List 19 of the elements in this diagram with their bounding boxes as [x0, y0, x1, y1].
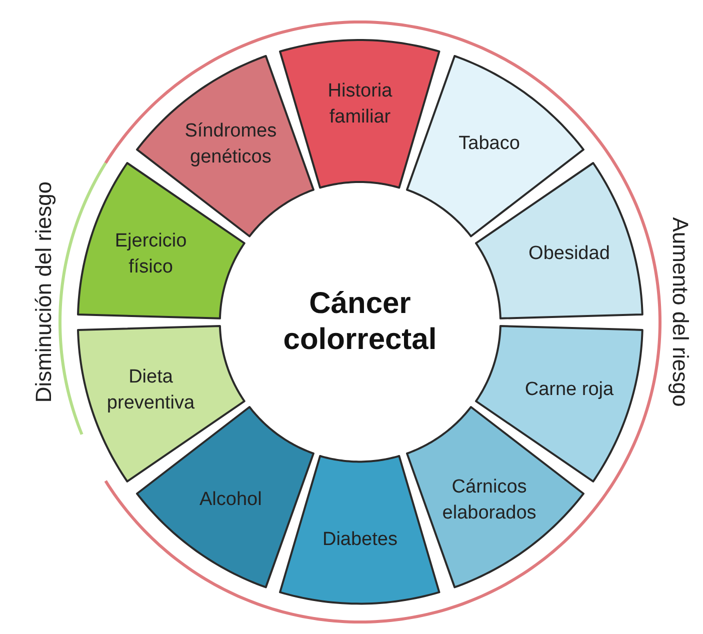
- segment-label: Dieta preventiva: [106, 365, 196, 415]
- ring-segment: [406, 407, 584, 588]
- segment-label: Alcohol: [198, 488, 263, 512]
- ring-segment: [476, 162, 642, 318]
- segment-label: Diabetes: [321, 528, 398, 552]
- ring-segment: [280, 40, 440, 188]
- segment-label: Síndromes genéticos: [184, 119, 278, 169]
- side-label: Aumento del riesgo: [667, 217, 693, 407]
- ring-segment: [280, 456, 440, 604]
- center-title: Cáncer colorrectal: [282, 286, 438, 358]
- segment-label: Carne roja: [524, 378, 615, 402]
- segment-label: Obesidad: [528, 242, 611, 266]
- segment-label: Tabaco: [458, 132, 521, 156]
- side-label: Disminución del riesgo: [31, 181, 57, 403]
- ring-segment: [406, 56, 584, 237]
- segment-label: Cárnicos elaborados: [441, 475, 538, 525]
- segment-label: Historia familiar: [326, 79, 394, 129]
- segment-label: Ejercicio físico: [114, 229, 188, 279]
- ring-segment: [78, 326, 244, 482]
